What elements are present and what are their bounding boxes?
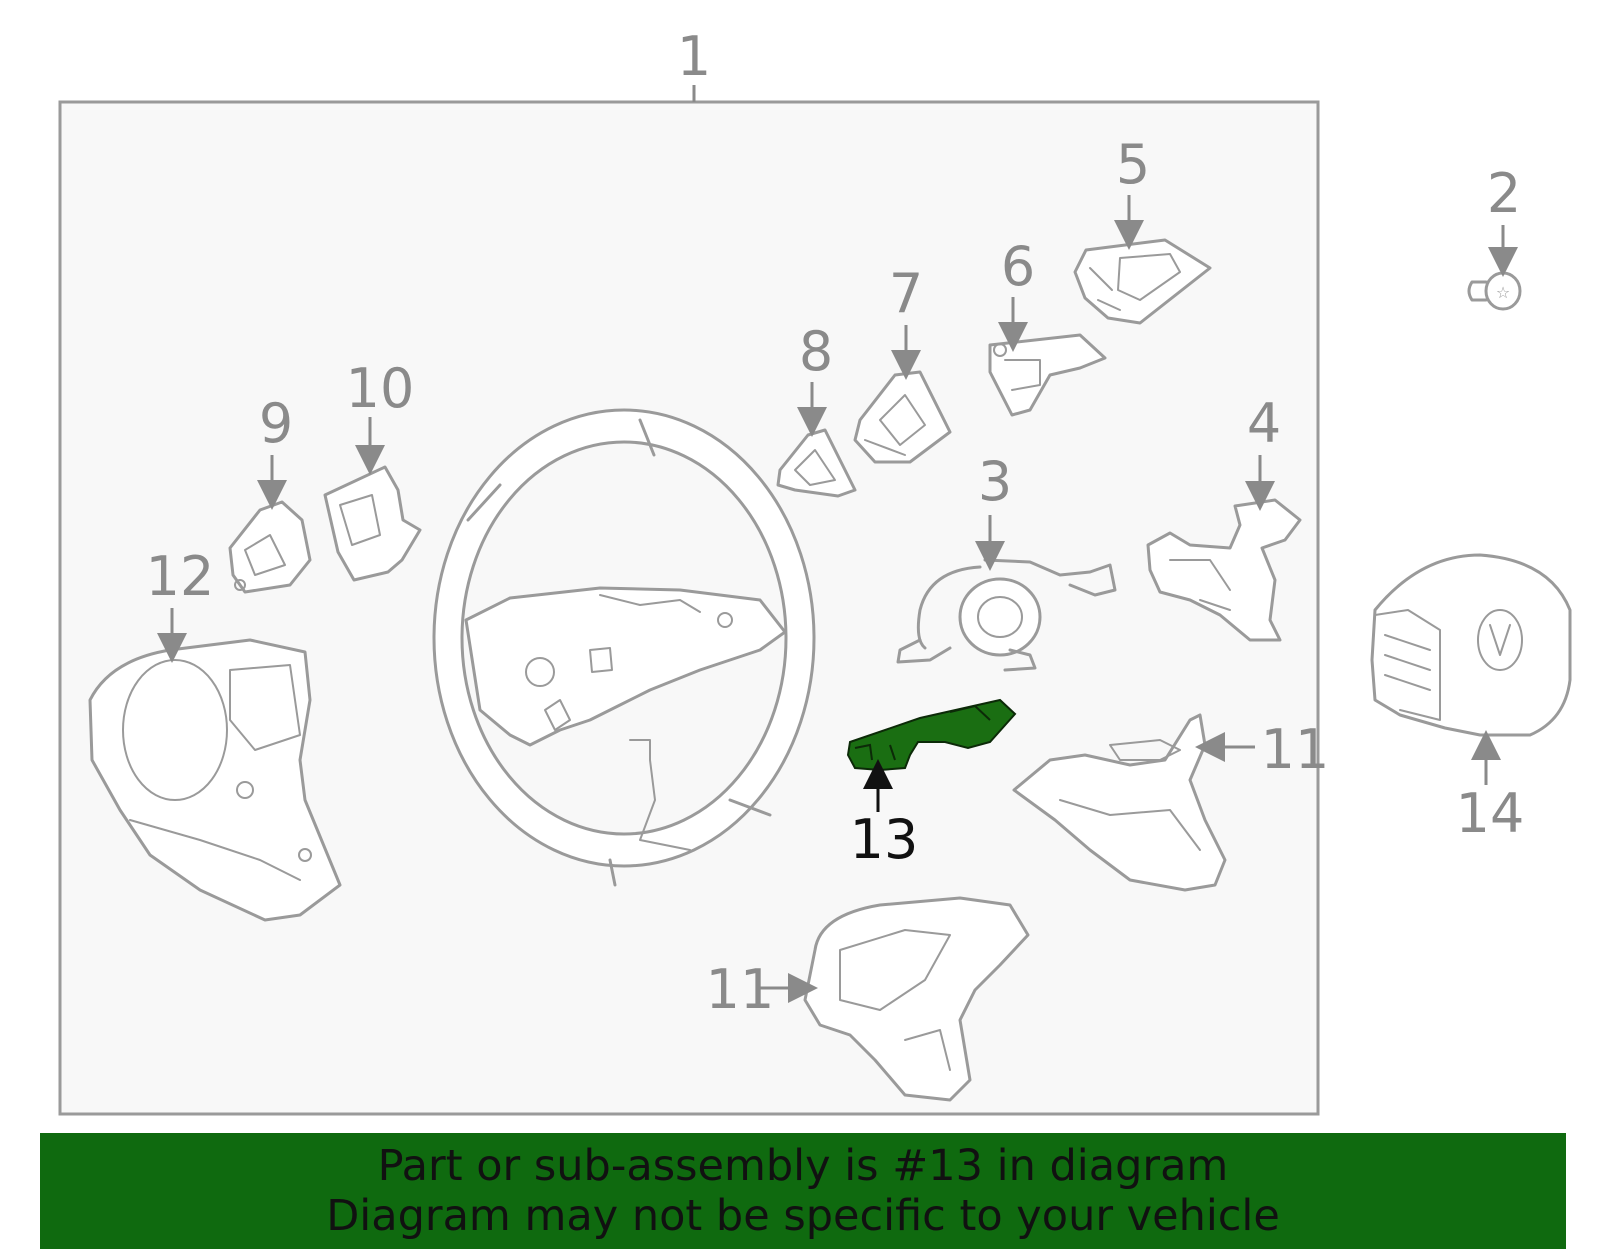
callout-11-right: 11 [1261,718,1330,781]
banner-line-1: Part or sub-assembly is #13 in diagram [377,1141,1229,1191]
callout-4: 4 [1247,392,1281,455]
callout-1: 1 [677,25,711,88]
part-11-lower-trim [1012,713,1227,892]
part-4-bracket [1146,498,1302,642]
callout-8: 8 [799,320,833,383]
part-14-airbag [1370,553,1572,737]
callout-6: 6 [1001,235,1035,298]
part-2-screw: ☆ [1467,271,1522,311]
callout-2: 2 [1487,162,1521,225]
part-11-front-trim [803,896,1030,1102]
callout-11-bottom: 11 [706,958,775,1021]
info-banner: Part or sub-assembly is #13 in diagram D… [40,1133,1566,1249]
banner-line-2: Diagram may not be specific to your vehi… [326,1191,1280,1241]
part-10-bracket [323,465,422,582]
callout-12: 12 [146,545,215,608]
callout-3: 3 [978,450,1012,513]
callout-14: 14 [1456,782,1525,845]
svg-text:☆: ☆ [1496,283,1510,302]
part-6-bracket [988,333,1107,417]
callout-7: 7 [889,262,923,325]
part-5-switch [1073,238,1212,325]
part-13-highlighted [846,698,1017,772]
callout-10: 10 [346,357,415,420]
callout-13: 13 [850,808,919,871]
callout-9: 9 [259,392,293,455]
steering-wheel [432,408,816,887]
part-3-clockspring [896,558,1117,672]
callout-5: 5 [1116,133,1150,196]
